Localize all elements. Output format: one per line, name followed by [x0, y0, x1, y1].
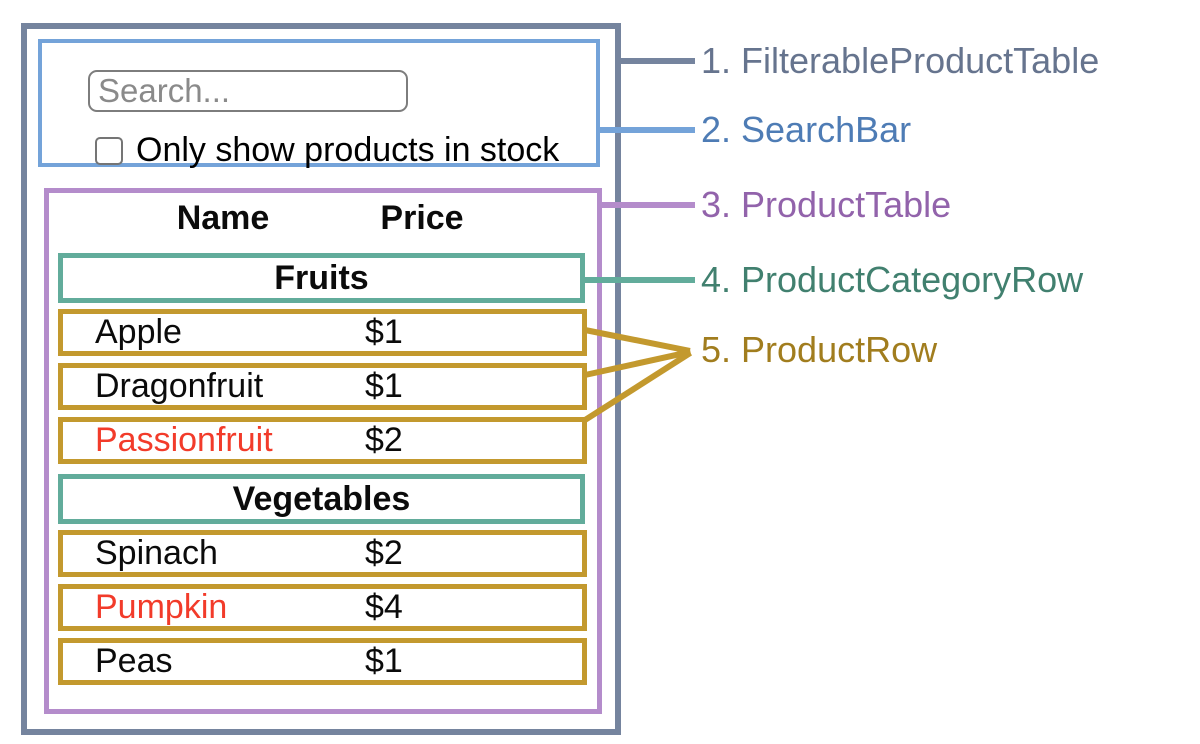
product-name: Peas [95, 642, 173, 680]
product-name: Spinach [95, 534, 218, 572]
product-row: Pumpkin $4 [58, 584, 587, 631]
legend-item-FilterableProductTable: 1. FilterableProductTable [701, 40, 1100, 81]
product-row: Apple $1 [58, 309, 587, 356]
product-category-row: Fruits [58, 253, 585, 303]
product-price: $4 [365, 588, 403, 626]
column-header-price: Price [380, 199, 464, 237]
product-price: $1 [365, 313, 403, 351]
product-name: Passionfruit [95, 421, 273, 459]
filterable-product-table-box: Only show products in stock Name Price F… [21, 23, 621, 735]
product-row: Spinach $2 [58, 530, 587, 577]
column-header-name: Name [176, 199, 270, 237]
product-row: Peas $1 [58, 638, 587, 685]
product-name: Apple [95, 313, 182, 351]
connector-search-bar [600, 127, 695, 133]
legend-item-ProductCategoryRow: 4. ProductCategoryRow [701, 259, 1084, 300]
product-price: $2 [365, 534, 403, 572]
in-stock-row: Only show products in stock [95, 131, 559, 170]
product-row: Passionfruit $2 [58, 417, 587, 464]
table-header: Name Price [49, 195, 597, 241]
in-stock-checkbox[interactable] [95, 136, 123, 165]
product-name: Dragonfruit [95, 367, 264, 405]
connector-filterable-product-table [621, 58, 695, 64]
product-price: $1 [365, 642, 403, 680]
search-input[interactable] [88, 70, 408, 112]
legend-item-SearchBar: 2. SearchBar [701, 109, 912, 150]
product-price: $1 [365, 367, 403, 405]
product-category-row: Vegetables [58, 474, 585, 524]
legend-item-ProductRow: 5. ProductRow [701, 329, 938, 370]
product-name: Pumpkin [95, 588, 228, 626]
legend-item-ProductTable: 3. ProductTable [701, 184, 952, 225]
connector-product-category-row [585, 277, 695, 283]
in-stock-label: Only show products in stock [136, 131, 560, 169]
product-price: $2 [365, 421, 403, 459]
connector-product-table [602, 202, 695, 208]
search-bar-box: Only show products in stock [38, 39, 600, 170]
product-row: Dragonfruit $1 [58, 363, 587, 410]
